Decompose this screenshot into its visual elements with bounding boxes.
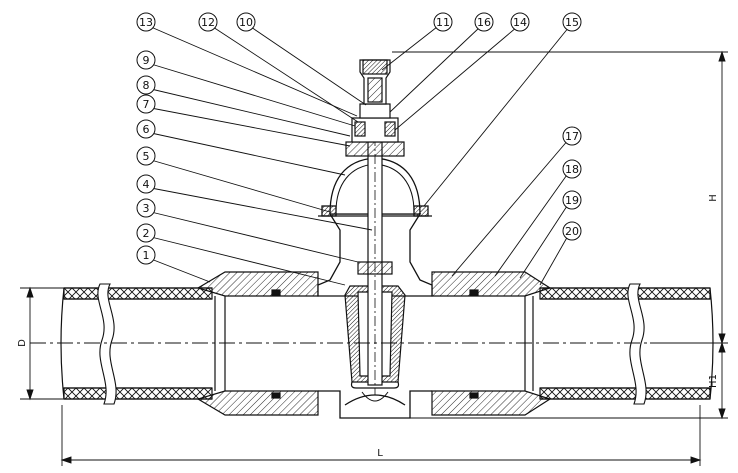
svg-text:12: 12	[201, 16, 215, 29]
svg-text:17: 17	[565, 130, 579, 143]
callout-12: 12	[198, 12, 218, 32]
svg-text:2: 2	[143, 227, 150, 240]
callout-17: 17	[562, 126, 582, 146]
callout-7: 7	[136, 94, 156, 114]
dimension-label-l: L	[377, 448, 383, 459]
svg-text:9: 9	[143, 54, 150, 67]
callout-6: 6	[136, 119, 156, 139]
callout-16: 16	[474, 12, 494, 32]
dimension-label-h: H	[708, 194, 719, 202]
svg-text:8: 8	[143, 79, 150, 92]
callout-4: 4	[136, 174, 156, 194]
svg-text:1: 1	[143, 249, 150, 262]
svg-text:14: 14	[513, 16, 527, 29]
dimension-label-d: D	[17, 339, 28, 347]
svg-text:4: 4	[143, 178, 150, 191]
svg-text:3: 3	[143, 202, 150, 215]
right-socket	[431, 271, 552, 416]
svg-text:15: 15	[565, 16, 579, 29]
callout-14: 14	[510, 12, 530, 32]
svg-text:10: 10	[239, 16, 253, 29]
callout-11: 11	[433, 12, 453, 32]
callout-8: 8	[136, 75, 156, 95]
svg-text:6: 6	[143, 123, 150, 136]
svg-text:13: 13	[139, 16, 153, 29]
callout-10: 10	[236, 12, 256, 32]
callout-20: 20	[562, 221, 582, 241]
callout-2: 2	[136, 223, 156, 243]
left-socket	[196, 271, 319, 416]
svg-text:11: 11	[436, 16, 450, 29]
dimension-label-h1: H1	[708, 374, 719, 388]
callout-9: 9	[136, 50, 156, 70]
svg-text:18: 18	[565, 163, 579, 176]
callout-1: 1	[136, 245, 156, 265]
svg-text:7: 7	[143, 98, 150, 111]
leader-lines	[150, 26, 570, 286]
svg-text:20: 20	[565, 225, 579, 238]
callout-15: 15	[562, 12, 582, 32]
break-lines	[97, 283, 647, 405]
svg-text:19: 19	[565, 194, 579, 207]
svg-text:16: 16	[477, 16, 491, 29]
dimension-lines	[20, 50, 728, 466]
svg-text:5: 5	[143, 150, 150, 163]
callout-13: 13	[136, 12, 156, 32]
callout-5: 5	[136, 146, 156, 166]
callout-18: 18	[562, 159, 582, 179]
callout-19: 19	[562, 190, 582, 210]
pipe	[60, 287, 714, 400]
callout-3: 3	[136, 198, 156, 218]
top-assembly	[345, 59, 405, 157]
